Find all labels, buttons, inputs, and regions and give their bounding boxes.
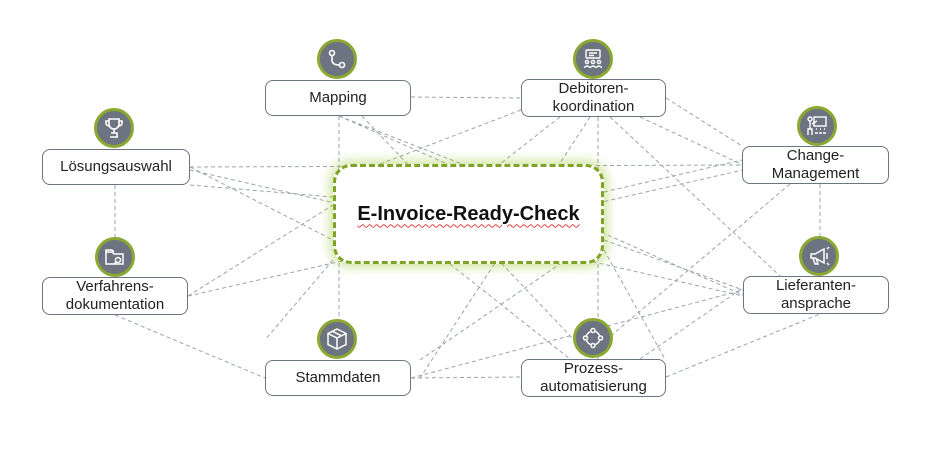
node-loesungsauswahl[interactable]: Lösungsauswahl bbox=[42, 149, 190, 185]
node-prozessautomatisierung-label: Prozess- automatisierung bbox=[540, 360, 647, 395]
center-check-box[interactable]: E-Invoice-Ready-Check bbox=[333, 164, 604, 264]
connection-line bbox=[338, 115, 463, 165]
node-stammdaten[interactable]: Stammdaten bbox=[265, 360, 411, 396]
connection-line bbox=[639, 275, 761, 360]
node-mapping[interactable]: Mapping bbox=[265, 80, 411, 116]
connection-line bbox=[665, 313, 821, 378]
node-stammdaten-label: Stammdaten bbox=[295, 369, 381, 386]
node-lieferantenansprache-label: Lieferanten- ansprache bbox=[775, 277, 857, 312]
node-loesungsauswahl-label: Lösungsauswahl bbox=[60, 158, 172, 175]
connection-line bbox=[609, 116, 781, 277]
trophy-icon bbox=[94, 108, 134, 148]
node-lieferantenansprache[interactable]: Lieferanten- ansprache bbox=[743, 276, 889, 314]
connection-line bbox=[189, 184, 334, 198]
folder-search-icon bbox=[95, 237, 135, 277]
connection-line bbox=[603, 249, 666, 360]
node-verfahrensdokumentation-label: Verfahrens- dokumentation bbox=[65, 278, 165, 313]
node-prozessautomatisierung[interactable]: Prozess- automatisierung bbox=[521, 359, 666, 397]
connection-line bbox=[264, 259, 334, 341]
connection-line bbox=[114, 314, 266, 379]
node-change-management-label: Change- Management bbox=[771, 147, 860, 182]
node-verfahrensdokumentation[interactable]: Verfahrens- dokumentation bbox=[42, 277, 188, 315]
connection-line bbox=[189, 166, 334, 241]
connection-line bbox=[449, 263, 571, 360]
connection-line bbox=[187, 204, 334, 297]
flow-nodes-icon bbox=[317, 39, 357, 79]
connection-line bbox=[639, 116, 744, 166]
node-change-management[interactable]: Change- Management bbox=[742, 146, 889, 184]
connection-line bbox=[603, 159, 743, 193]
connection-line bbox=[665, 97, 743, 147]
connection-line bbox=[410, 376, 522, 379]
connection-line bbox=[379, 109, 522, 165]
node-mapping-label: Mapping bbox=[309, 89, 367, 106]
center-title: E-Invoice-Ready-Check bbox=[357, 202, 580, 225]
package-box-icon bbox=[317, 319, 357, 359]
connection-line bbox=[187, 169, 744, 297]
connection-line bbox=[499, 116, 561, 165]
connection-line bbox=[410, 96, 522, 99]
node-debitorenkoordination-label: Debitoren- koordination bbox=[552, 80, 635, 115]
cycle-arrows-icon bbox=[573, 318, 613, 358]
connection-line bbox=[603, 239, 744, 291]
node-debitorenkoordination[interactable]: Debitoren- koordination bbox=[521, 79, 666, 117]
presentation-audience-icon bbox=[573, 39, 613, 79]
connection-line bbox=[419, 263, 561, 361]
teacher-board-icon bbox=[797, 106, 837, 146]
megaphone-icon bbox=[799, 236, 839, 276]
